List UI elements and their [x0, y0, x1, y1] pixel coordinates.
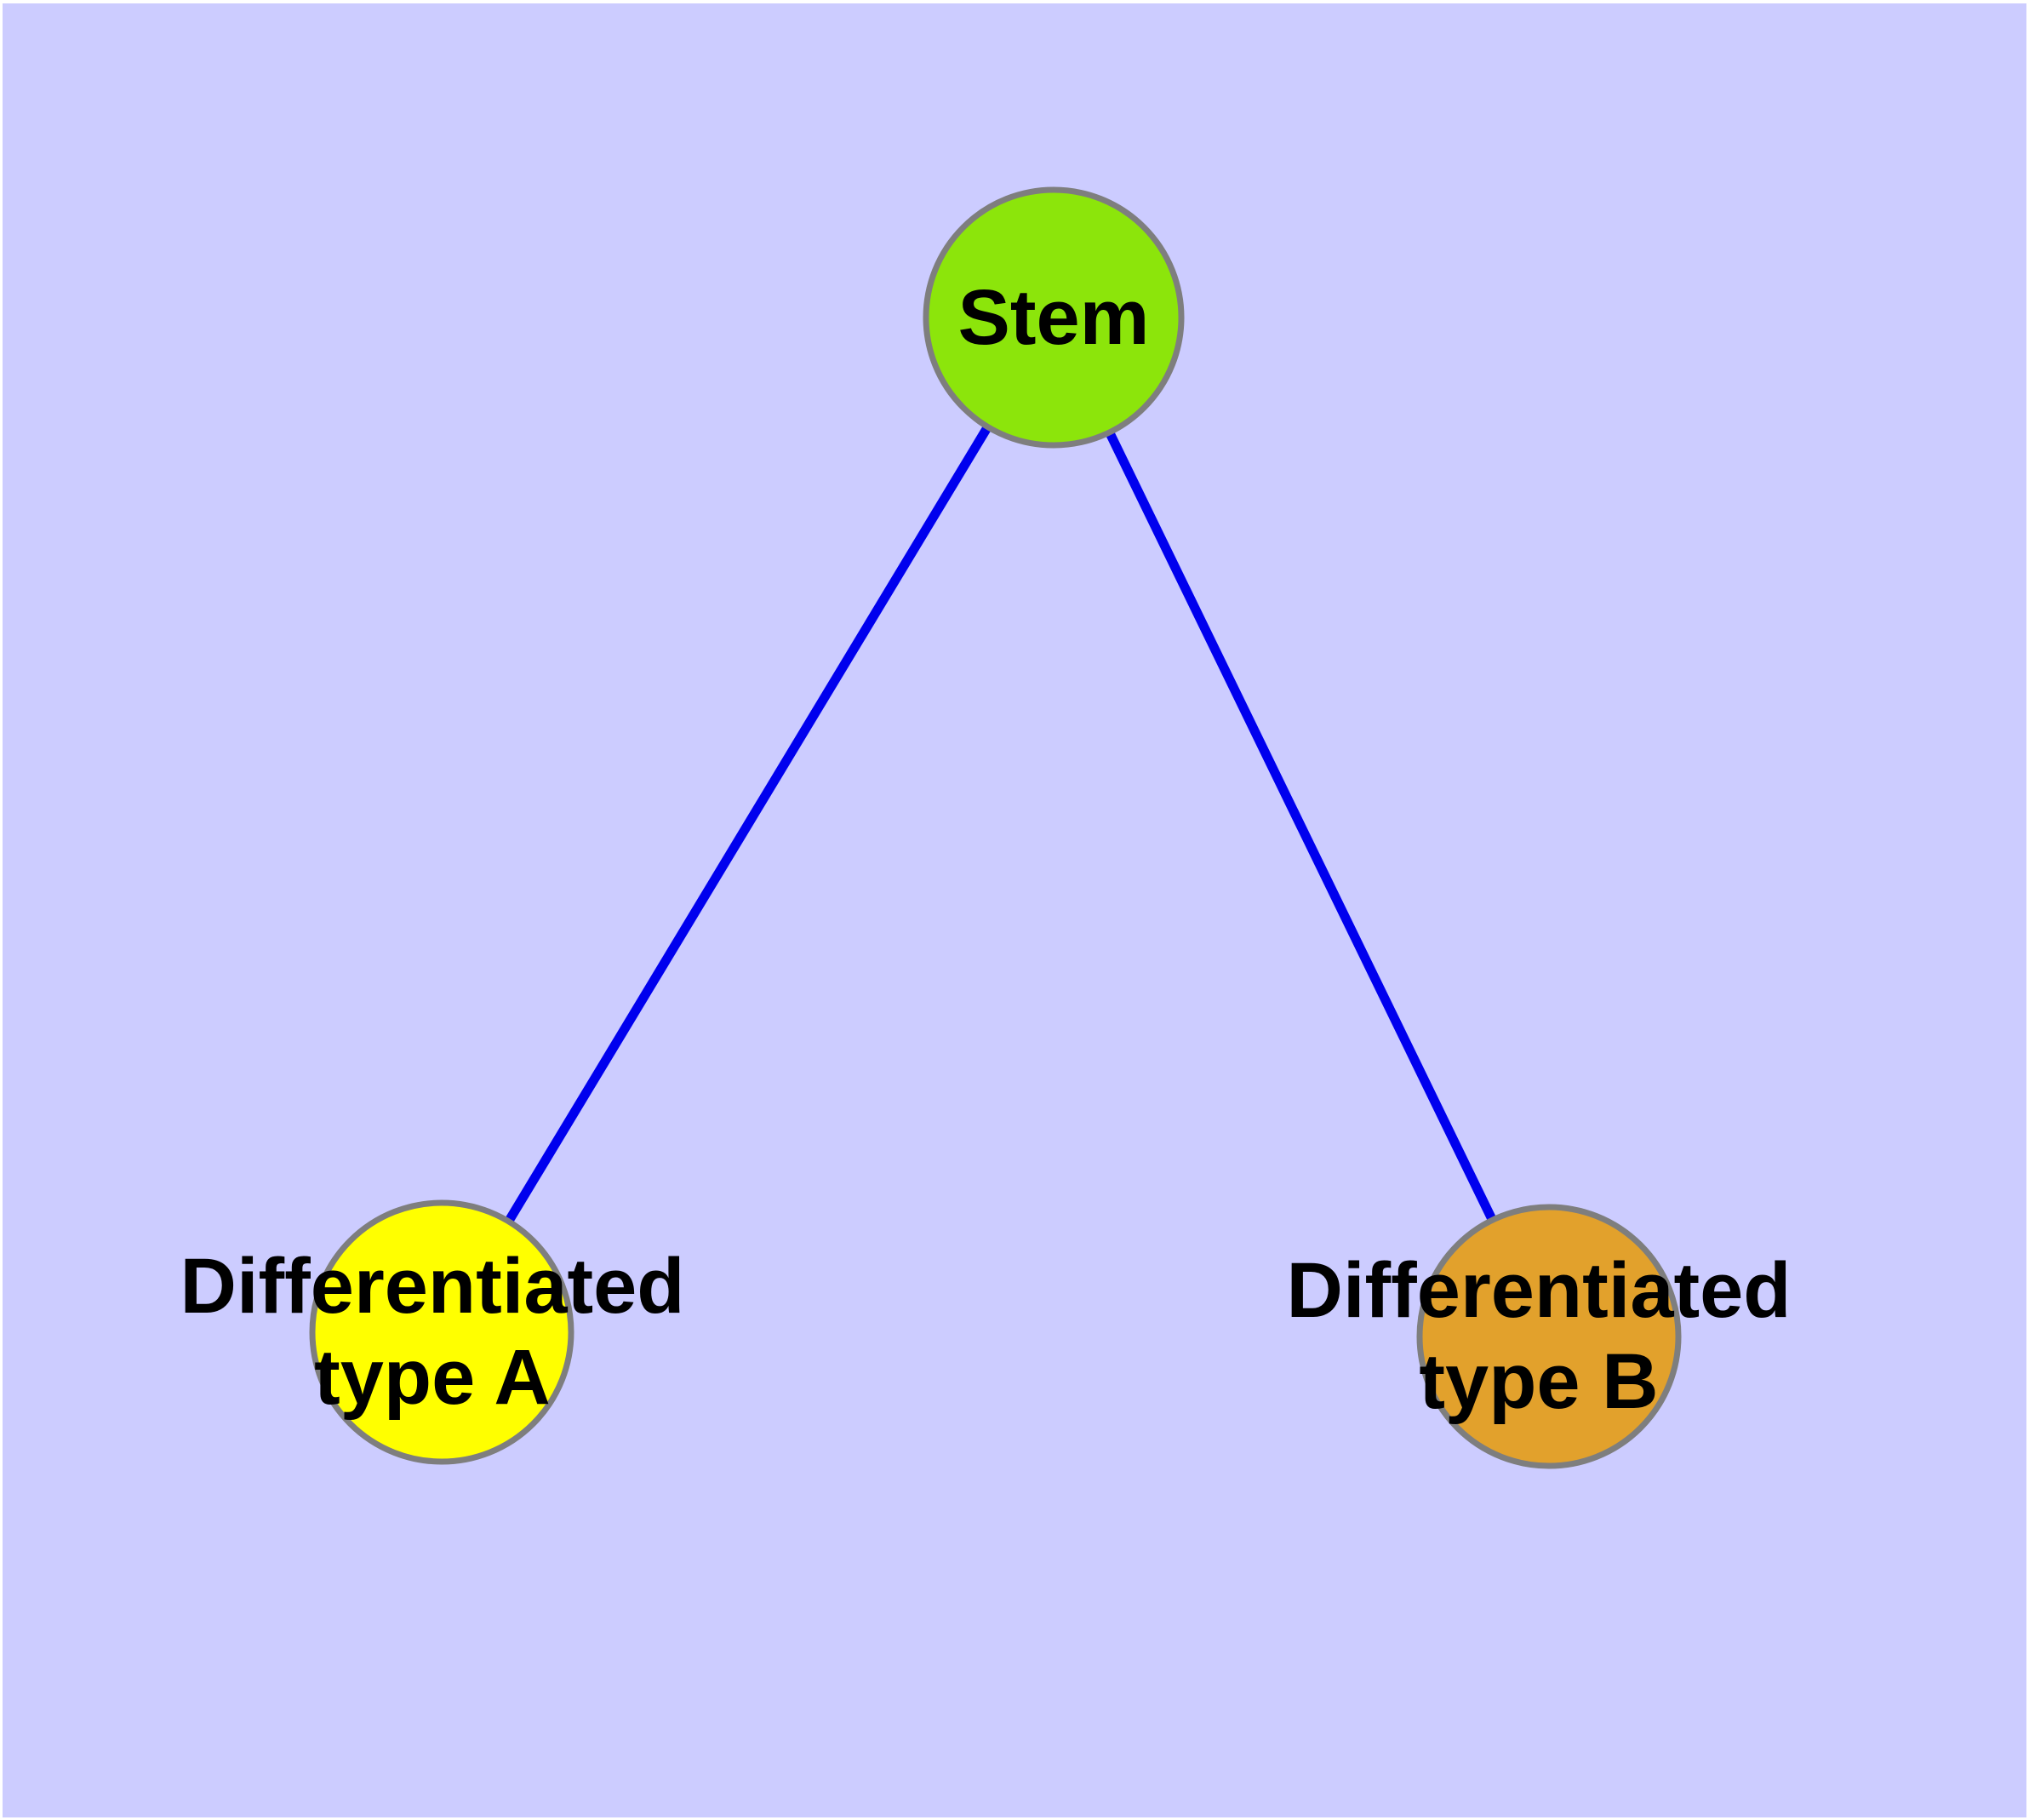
- edge-stem-to-type-a: [437, 315, 1058, 1335]
- edge-stem-to-type-b: [1049, 315, 1553, 1339]
- differentiated-type-b-node: [1416, 1204, 1682, 1469]
- stem-node: [923, 186, 1185, 449]
- differentiated-type-a-node: [309, 1199, 574, 1465]
